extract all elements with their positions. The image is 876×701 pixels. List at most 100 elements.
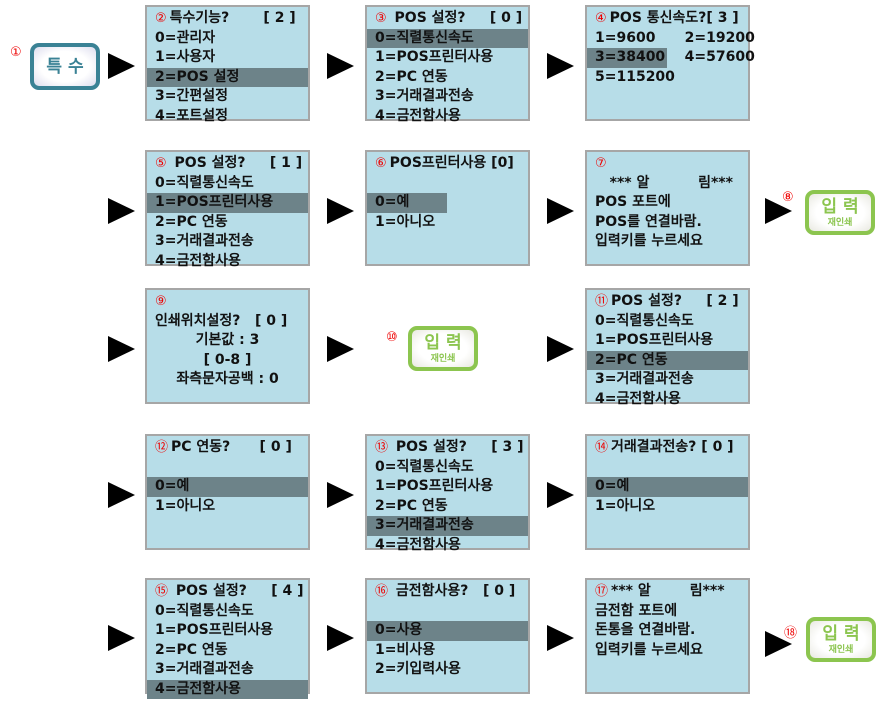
arrow-right-icon — [327, 482, 354, 508]
menu-line: 입력키를 누르세요 — [595, 641, 703, 658]
menu-line: 0=예 — [587, 477, 748, 497]
menu-line: *** 알 림*** — [595, 174, 733, 191]
step-number: ⑦ — [595, 156, 607, 171]
menu-line: 1=POS프린터사용 — [375, 49, 494, 65]
menu-line: 인쇄위치설정? [ 0 ] — [155, 312, 288, 329]
menu-line: 1=9600 2=19200 — [595, 29, 755, 46]
menu-line: 1=POS프린터사용 — [375, 478, 494, 494]
menu-line: 2=PC 연동 — [375, 68, 448, 85]
menu-line: 0=예 — [367, 193, 528, 213]
arrow-right-icon — [547, 482, 574, 508]
arrow-right-icon — [108, 336, 135, 362]
menu-line: 돈통을 연결바람. — [595, 622, 696, 638]
step-number: ⑬ — [375, 440, 389, 455]
menu-line: 1=아니오 — [155, 497, 216, 514]
menu-line: 0=직렬통신속도 — [375, 458, 474, 475]
arrow-right-icon — [765, 198, 792, 224]
menu-line: 0=관리자 — [155, 29, 216, 46]
menu-line: 1=비사용 — [375, 641, 436, 658]
menu-line: 1=사용자 — [155, 49, 216, 65]
title-text: 금전함사용? [ 0 ] — [391, 583, 516, 599]
arrow-right-icon — [327, 53, 354, 79]
menu-line: 4=포트설정 — [155, 107, 228, 124]
step-number: ⑭ — [595, 440, 609, 455]
menu-line: 4=금전함사용 — [155, 252, 241, 269]
step-number: ⑰ — [595, 584, 609, 599]
step-number: ⑯ — [375, 584, 389, 599]
arrow-right-icon — [108, 198, 135, 224]
menu-line: 0=사용 — [367, 621, 528, 641]
menu-line: 0=직렬통신속도 — [155, 602, 254, 619]
menu-line: 0=직렬통신속도 — [155, 174, 254, 191]
menu-line: POS를 연결바람. — [595, 213, 702, 230]
title-text: 특수기능? [ 2 ] — [169, 10, 296, 26]
menu-line: 2=PC 연동 — [587, 350, 748, 370]
menu-line: 1=POS프린터사용 — [595, 332, 714, 348]
title-text: POS 설정? [ 4 ] — [171, 583, 304, 599]
title-text: POS 통신속도?[ 3 ] — [609, 10, 739, 26]
reprint-label: 재인쇄 — [828, 645, 854, 655]
menu-line: 4=금전함사용 — [375, 536, 461, 553]
menu-line: 기본값 : 3 — [195, 332, 260, 348]
enter-label: 입 력 — [821, 197, 859, 217]
step-number: ⑨ — [155, 294, 167, 309]
menu-line: 좌측문자공백 : 0 — [176, 371, 279, 387]
enter-label: 입 력 — [822, 624, 860, 644]
special-button[interactable]: 특 수 — [30, 43, 100, 90]
menu-line: 2=PC 연동 — [155, 213, 228, 230]
screen-panel: ⑨ 인쇄위치설정? [ 0 ] 기본값 : 3 [ 0-8 ] 좌측문자공백 : 0 — [145, 288, 310, 404]
menu-line — [367, 174, 528, 194]
menu-line — [147, 458, 308, 478]
reprint-label: 재인쇄 — [827, 218, 853, 228]
menu-line: 2=키입력사용 — [375, 661, 461, 677]
menu-line: POS 포트에 — [595, 194, 671, 210]
menu-line: 0=직렬통신속도 — [367, 28, 528, 48]
menu-line: 2=POS 설정 — [147, 67, 308, 87]
menu-line: 3=거래결과전송 — [367, 516, 528, 536]
arrow-right-icon — [327, 336, 354, 362]
arrow-right-icon — [108, 625, 135, 651]
menu-line: 5=115200 — [595, 68, 675, 85]
title-text: 거래결과전송? [ 0 ] — [611, 439, 734, 455]
panel-title: ⑰*** 알 림*** — [587, 582, 748, 602]
arrow-right-icon — [327, 198, 354, 224]
arrow-right-icon — [547, 336, 574, 362]
title-text: POS 설정? [ 2 ] — [611, 293, 739, 309]
panel-title: ⑨ — [147, 292, 308, 312]
menu-line: 3=거래결과전송 — [155, 661, 254, 677]
menu-line: 2=PC 연동 — [155, 641, 228, 658]
arrow-right-icon — [108, 53, 135, 79]
menu-line: 3=38400 4=57600 — [587, 48, 755, 68]
panel-title: ⑦ — [587, 154, 748, 174]
menu-line: 1=POS프린터사용 — [147, 193, 308, 213]
menu-line: 1=POS프린터사용 — [155, 622, 274, 638]
arrow-right-icon — [547, 625, 574, 651]
menu-line: 2=PC 연동 — [375, 497, 448, 514]
title-text: *** 알 림*** — [611, 583, 725, 599]
menu-line: 0=예 — [147, 477, 308, 497]
panel-title: ⑯ 금전함사용? [ 0 ] — [367, 582, 528, 602]
menu-line: 3=거래결과전송 — [155, 233, 254, 249]
title-text: POS프린터사용 [0] — [389, 155, 514, 171]
step-number: ① — [10, 45, 22, 60]
menu-line — [587, 458, 748, 478]
step-number: ⑩ — [386, 330, 398, 345]
menu-line: [ 0-8 ] — [203, 351, 252, 368]
arrow-right-icon — [547, 198, 574, 224]
step-number: ④ — [595, 11, 607, 26]
step-number: ③ — [375, 11, 387, 26]
